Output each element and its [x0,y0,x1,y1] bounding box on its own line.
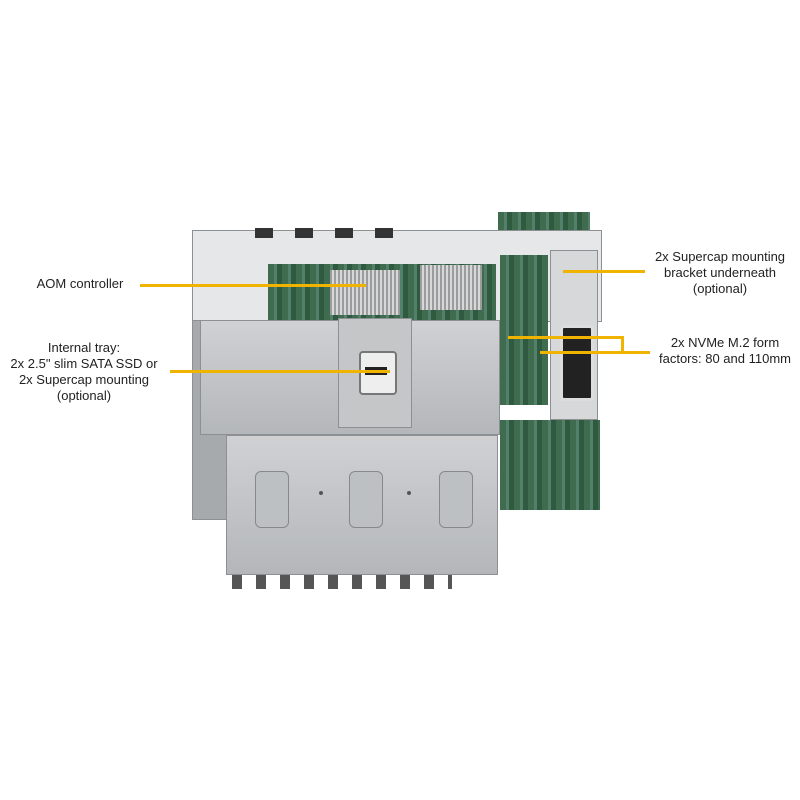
lower-cover [226,435,498,575]
tray-bracket [338,318,412,428]
right-lower-board [500,420,600,510]
aom-leader-line [140,284,366,287]
connectors [255,228,415,238]
chip-heatsink [420,265,482,310]
nvme-leader-bracket [621,336,624,354]
nvme-leader-line-1 [508,336,623,339]
tray-leader-line [170,370,390,373]
top-riser-board [498,212,590,232]
supercap-bracket-label: 2x Supercap mounting bracket underneath … [654,249,786,296]
internal-tray-label: Internal tray: 2x 2.5" slim SATA SSD or … [10,340,158,403]
nvme-leader-line-2 [540,351,650,354]
aom-heatsink [330,270,400,315]
front-ports [232,575,452,589]
supercap-leader-line [563,270,645,273]
nvme-label: 2x NVMe M.2 form factors: 80 and 110mm [659,335,791,366]
aom-controller-label: AOM controller [36,276,124,291]
nvme-pcb [500,255,548,405]
